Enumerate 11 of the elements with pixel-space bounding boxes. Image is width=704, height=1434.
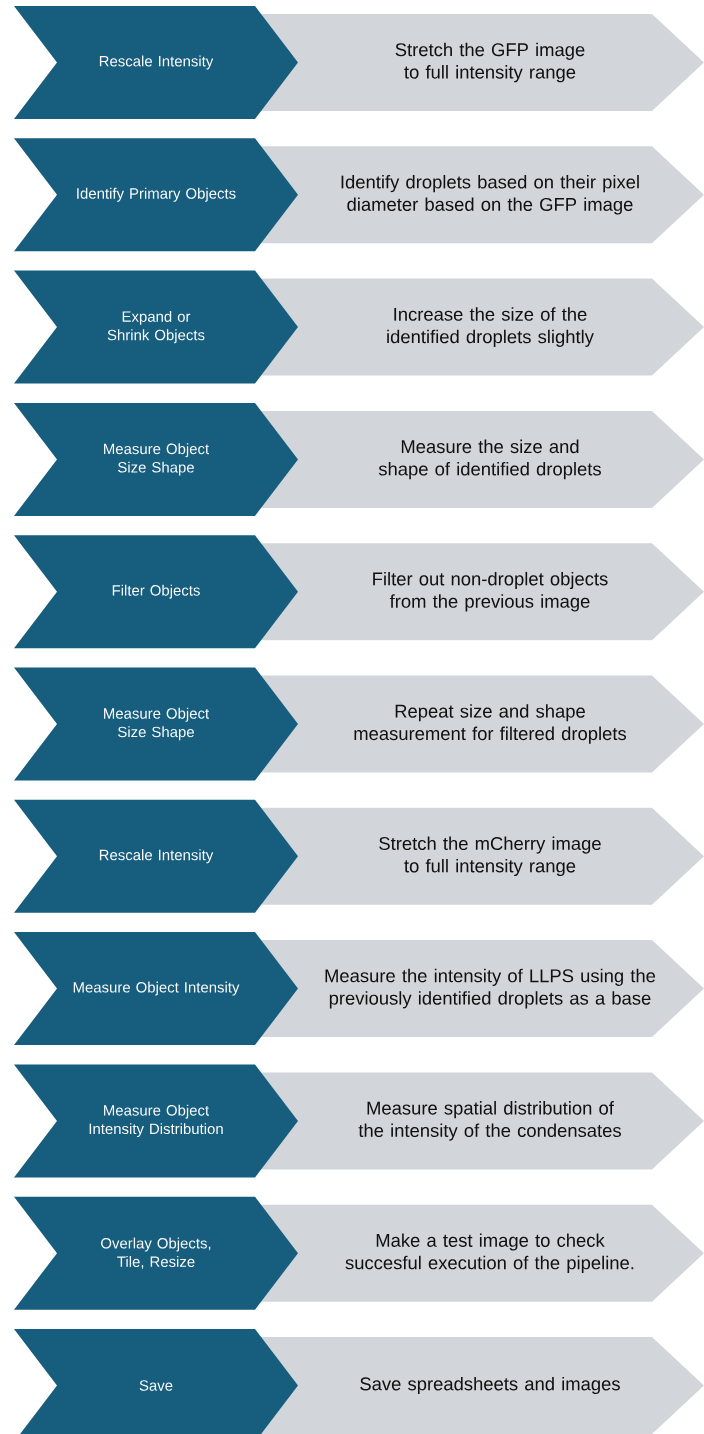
chevron-step: Save — [14, 1329, 298, 1434]
chevron-step: Identify Primary Objects — [14, 138, 298, 252]
chevron-step: Rescale Intensity — [14, 799, 298, 913]
chevron-step: Rescale Intensity — [14, 6, 298, 119]
chevron-step: Measure Object Size Shape — [14, 667, 298, 781]
chevron-step: Filter Objects — [14, 535, 298, 649]
chevron-step: Expand or Shrink Objects — [14, 270, 298, 384]
chevron-step: Measure Object Intensity — [14, 932, 298, 1046]
chevron-step: Overlay Objects, Tile, Resize — [14, 1196, 298, 1310]
chevron-step: Measure Object Size Shape — [14, 402, 298, 516]
chevron-step: Measure Object Intensity Distribution — [14, 1064, 298, 1178]
